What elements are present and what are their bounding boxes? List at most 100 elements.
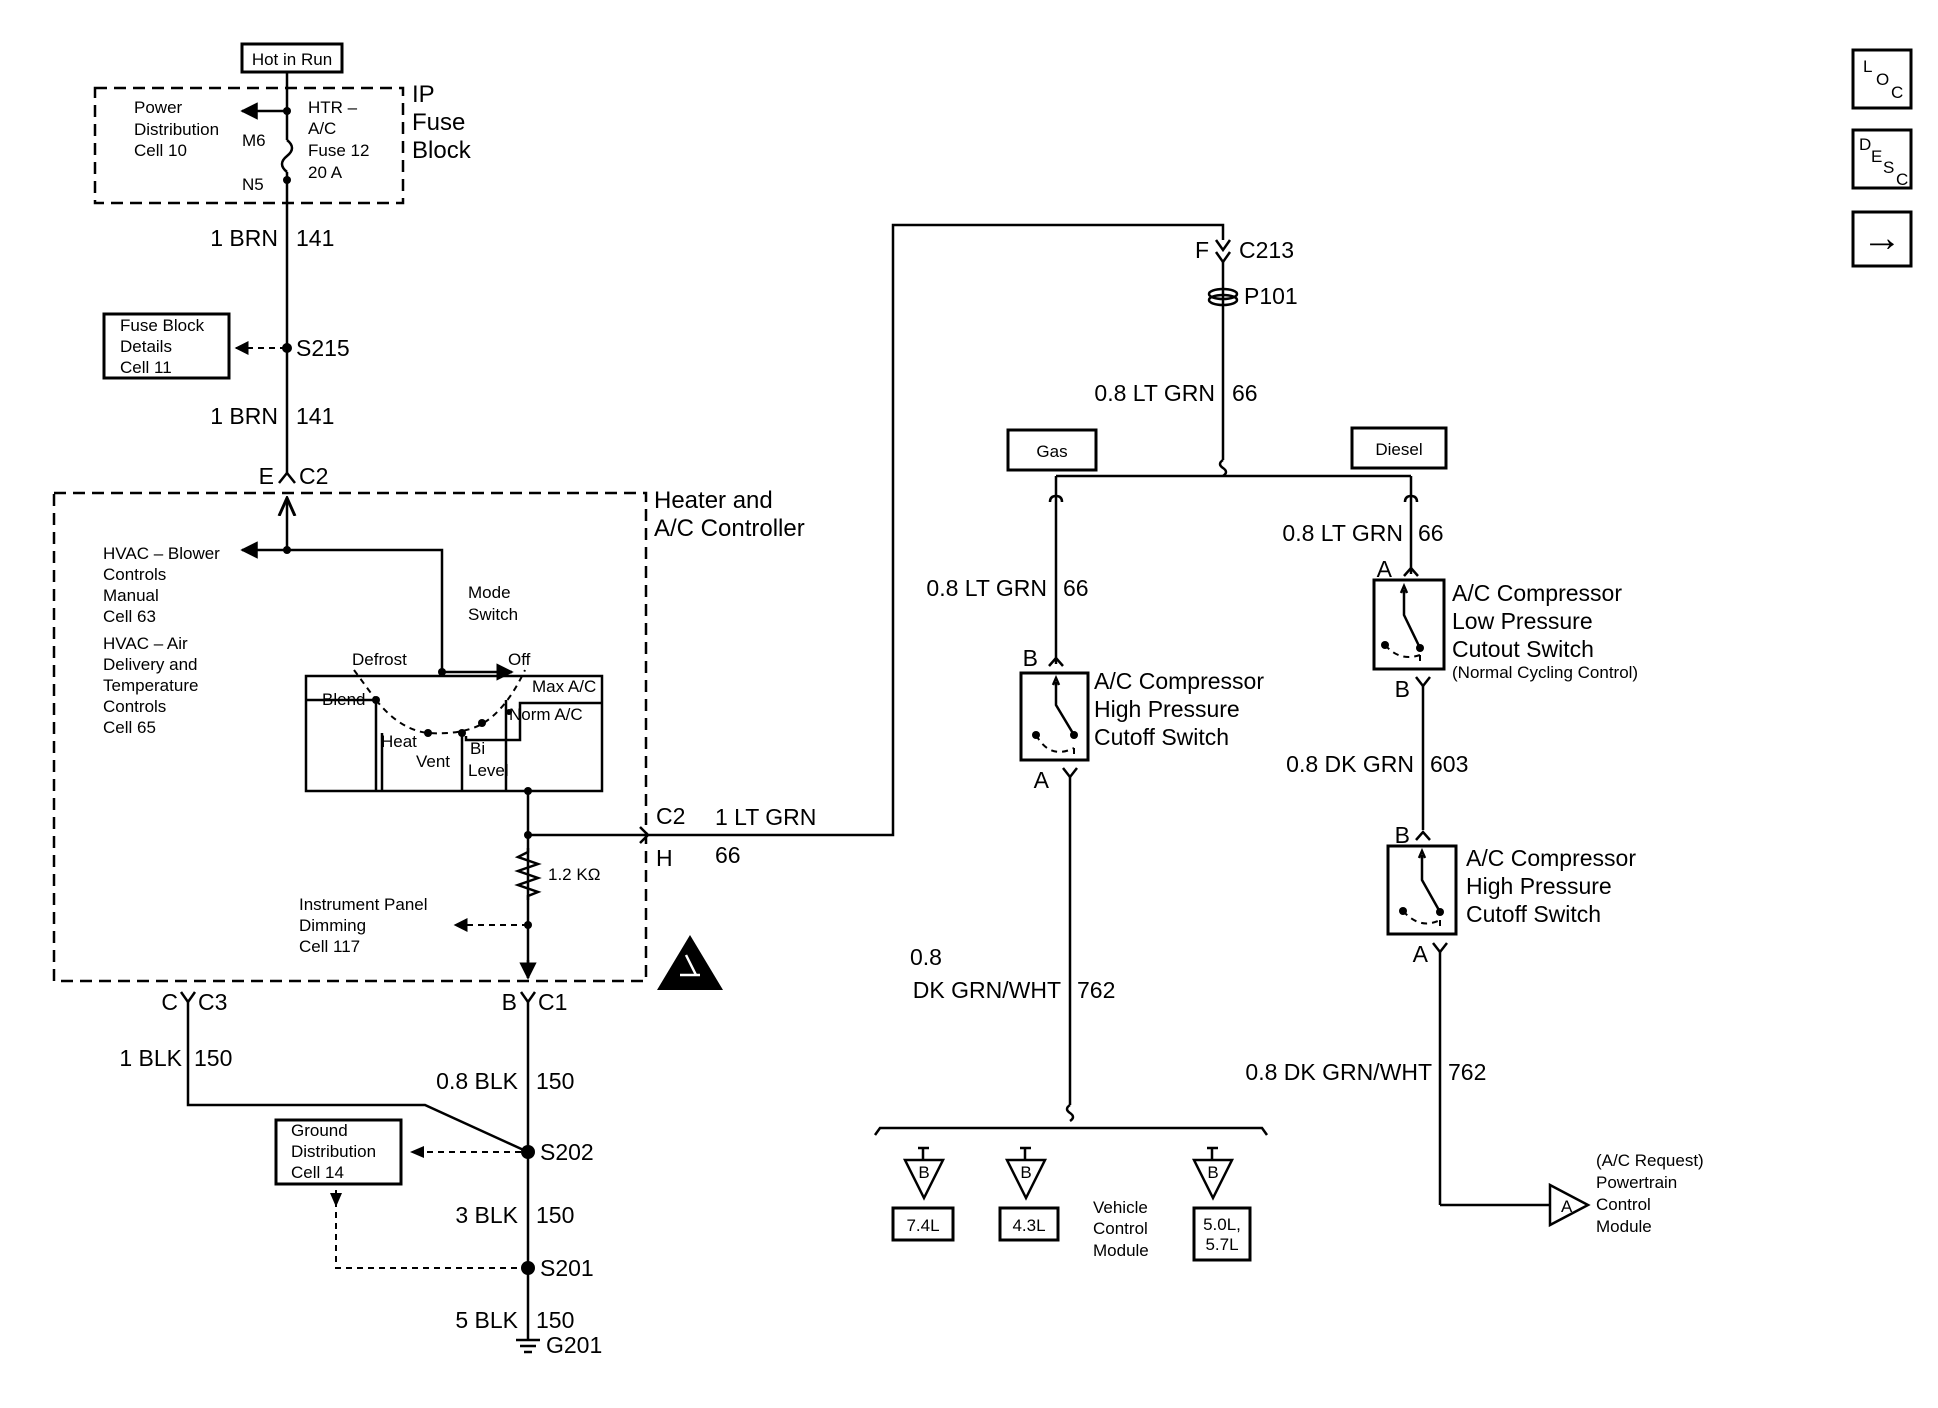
gdc-2: Distribution [291, 1142, 376, 1161]
pcm-1: (A/C Request) [1596, 1151, 1704, 1170]
vcm-2: Control [1093, 1219, 1148, 1238]
pcm-3: Control [1596, 1195, 1651, 1214]
w2-circuit: 141 [296, 403, 334, 429]
gas-high-pressure-switch [1019, 671, 1090, 762]
norm-ac: Norm A/C [509, 705, 583, 724]
dsl-w2-color: 0.8 DK GRN [1286, 751, 1414, 777]
gas: Gas [1036, 442, 1067, 461]
dsl-w3-color: 0.8 DK GRN/WHT [1245, 1059, 1432, 1085]
pdc-3: Cell 10 [134, 141, 187, 160]
hvac-7: Temperature [103, 676, 198, 695]
gdc-3: Cell 14 [291, 1163, 344, 1182]
pcm-4: Module [1596, 1217, 1652, 1236]
hvac-2: Controls [103, 565, 166, 584]
fuse-block-title-1: IP [412, 81, 435, 108]
hvac-9: Cell 65 [103, 718, 156, 737]
vcm-1: Vehicle [1093, 1198, 1148, 1217]
controller-title-1: Heater and [654, 487, 773, 514]
loc-o: O [1876, 70, 1889, 89]
vcm-pin-5057-b: B [1207, 1163, 1218, 1182]
eng-50: 5.0L, [1203, 1215, 1241, 1234]
pcm-2: Powertrain [1596, 1173, 1677, 1192]
mode-arc [375, 669, 526, 735]
hi-sw-2: High Pressure [1466, 873, 1612, 899]
gas-w-circuit: 66 [1063, 575, 1089, 601]
mode-2: Switch [468, 605, 518, 624]
defrost: Defrost [352, 650, 407, 669]
lt-grn-wire [650, 223, 1225, 837]
gas-b: B [1023, 645, 1038, 671]
g-w1-circuit: 150 [194, 1045, 232, 1071]
right-arrow-icon: → [1862, 216, 1902, 260]
gas-w2-l1: 0.8 [910, 944, 942, 970]
vcm-3: Module [1093, 1241, 1149, 1260]
low-sw-3: Cutout Switch [1452, 636, 1594, 662]
loc-c: C [1891, 83, 1903, 102]
hvac-1: HVAC – Blower [103, 544, 220, 563]
dsl-w3-circuit: 762 [1448, 1059, 1486, 1085]
ipd-1: Instrument Panel [299, 895, 428, 914]
vcm-pin-5057: B 5.0L, 5.7L [1191, 1146, 1252, 1262]
g-w3-color: 3 BLK [455, 1202, 518, 1228]
gas-w2-color: DK GRN/WHT [913, 977, 1061, 1003]
fuse-lbl-2: A/C [308, 119, 336, 138]
dsl-w-circuit: 66 [1418, 520, 1444, 546]
vcm-pin-74: B 7.4L [891, 1146, 955, 1242]
controller-title-2: A/C Controller [654, 515, 805, 542]
heat: Heat [381, 732, 417, 751]
resistor-value: 1.2 KΩ [548, 865, 600, 884]
low-sw-2: Low Pressure [1452, 608, 1593, 634]
w1-color: 1 BRN [210, 225, 278, 251]
m6: M6 [242, 131, 266, 150]
ground-distribution-box [274, 1118, 403, 1186]
c1-label: C1 [538, 989, 567, 1015]
ground-icon [516, 1338, 540, 1354]
controller-border [52, 491, 648, 983]
gas-a: A [1034, 767, 1050, 793]
fuse-symbol [280, 139, 294, 173]
fuse-lbl-1: HTR – [308, 98, 358, 117]
g-w2-color: 0.8 BLK [436, 1068, 518, 1094]
c2-label: C2 [299, 463, 328, 489]
desc-d: D [1859, 135, 1871, 154]
fuse-block-title-2: Fuse [412, 109, 465, 136]
hi-sw-3: Cutoff Switch [1466, 901, 1601, 927]
vent: Vent [416, 752, 450, 771]
c3-pin: C [161, 989, 178, 1015]
mode-1: Mode [468, 583, 511, 602]
desc-c: C [1896, 170, 1908, 189]
gdc-1: Ground [291, 1121, 348, 1140]
gas-w-color: 0.8 LT GRN [926, 575, 1047, 601]
dsl-w2-circuit: 603 [1430, 751, 1468, 777]
fuse-block-details-box [102, 312, 231, 380]
gas-sw-1: A/C Compressor [1094, 668, 1264, 694]
desc-button[interactable]: D E S C [1851, 128, 1913, 190]
gas-sw-2: High Pressure [1094, 696, 1240, 722]
pcm-pin [1548, 1182, 1591, 1228]
dsl-b: B [1395, 676, 1410, 702]
c2h-pin: H [656, 845, 673, 871]
c2-pin: E [259, 463, 274, 489]
gas-sw-3: Cutoff Switch [1094, 724, 1229, 750]
hvac-5: HVAC – Air [103, 634, 188, 653]
gas-w2-circuit: 762 [1077, 977, 1115, 1003]
g-w4-color: 5 BLK [455, 1307, 518, 1333]
w1-circuit: 141 [296, 225, 334, 251]
diesel: Diesel [1375, 440, 1422, 459]
r-w66-circuit: 66 [1232, 380, 1258, 406]
c3-label: C3 [198, 989, 227, 1015]
n5: N5 [242, 175, 264, 194]
diesel-box [1350, 426, 1448, 470]
fbd-3: Cell 11 [120, 358, 172, 377]
fbd-1: Fuse Block [120, 316, 205, 335]
g-w4-circuit: 150 [536, 1307, 574, 1333]
fbd-2: Details [120, 337, 172, 356]
g-w1-color: 1 BLK [119, 1045, 182, 1071]
next-button[interactable]: → [1851, 210, 1913, 268]
dsl-a: A [1377, 556, 1393, 582]
hot-in-run: Hot in Run [252, 50, 332, 69]
loc-button[interactable]: L O C [1851, 48, 1913, 110]
bi-level-1: Bi [470, 739, 485, 758]
resistor-symbol [514, 848, 542, 900]
